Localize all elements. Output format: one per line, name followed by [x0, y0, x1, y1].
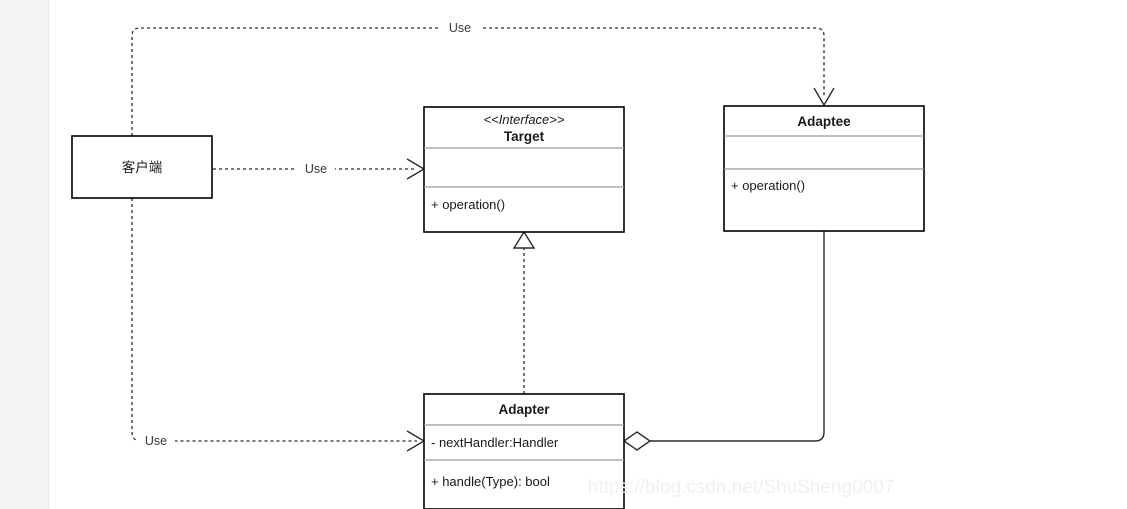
class-box-adapter-attribute-0: - nextHandler:Handler [431, 435, 559, 450]
edge-label-backdrop [137, 433, 175, 449]
class-box-target-name: Target [504, 129, 545, 144]
edge-adapter-to-adaptee-path [650, 231, 825, 442]
class-box-target[interactable]: <<Interface>> Target + operation() [423, 106, 625, 233]
edge-adapter-to-target-triangle [512, 230, 536, 249]
class-box-client-frame [71, 135, 213, 199]
class-box-target-stereotype: <<Interface>> [484, 112, 565, 127]
edge-label-backdrop [440, 19, 480, 35]
class-box-adaptee-name: Adaptee [797, 114, 851, 129]
class-box-target-frame [423, 106, 625, 233]
edge-client-to-adaptee: Use [131, 19, 835, 160]
edge-client-to-target-arrowhead [406, 158, 426, 180]
edge-client-to-adapter: Use [131, 198, 426, 452]
class-box-adapter-frame [423, 393, 625, 509]
edge-adapter-to-target [512, 230, 536, 394]
class-box-adaptee[interactable]: Adaptee + operation() [723, 105, 925, 232]
class-box-adapter[interactable]: Adapter - nextHandler:Handler + handle(T… [423, 393, 625, 509]
class-box-client[interactable]: 客户端 [71, 135, 213, 199]
edge-label-client-adaptee: Use [449, 21, 471, 35]
edge-client-to-target: Use [213, 158, 426, 180]
edge-client-to-adaptee-arrowhead [813, 87, 835, 107]
edge-label-client-adapter: Use [145, 434, 167, 448]
edge-adapter-to-adaptee-diamond [622, 431, 652, 451]
watermark-text: https://blog.csdn.net/ShuSheng0007 [588, 477, 894, 498]
class-box-adapter-method-0: + handle(Type): bool [431, 474, 550, 489]
class-box-client-name: 客户端 [122, 159, 163, 175]
edge-label-backdrop [297, 161, 335, 177]
edge-adapter-to-adaptee [622, 231, 825, 451]
edge-label-client-target: Use [305, 162, 327, 176]
left-gutter [0, 0, 49, 509]
edge-client-to-adapter-path [131, 198, 417, 442]
class-box-target-method-0: + operation() [431, 197, 505, 212]
class-box-adapter-name: Adapter [498, 402, 550, 417]
class-box-adaptee-method-0: + operation() [731, 178, 805, 193]
